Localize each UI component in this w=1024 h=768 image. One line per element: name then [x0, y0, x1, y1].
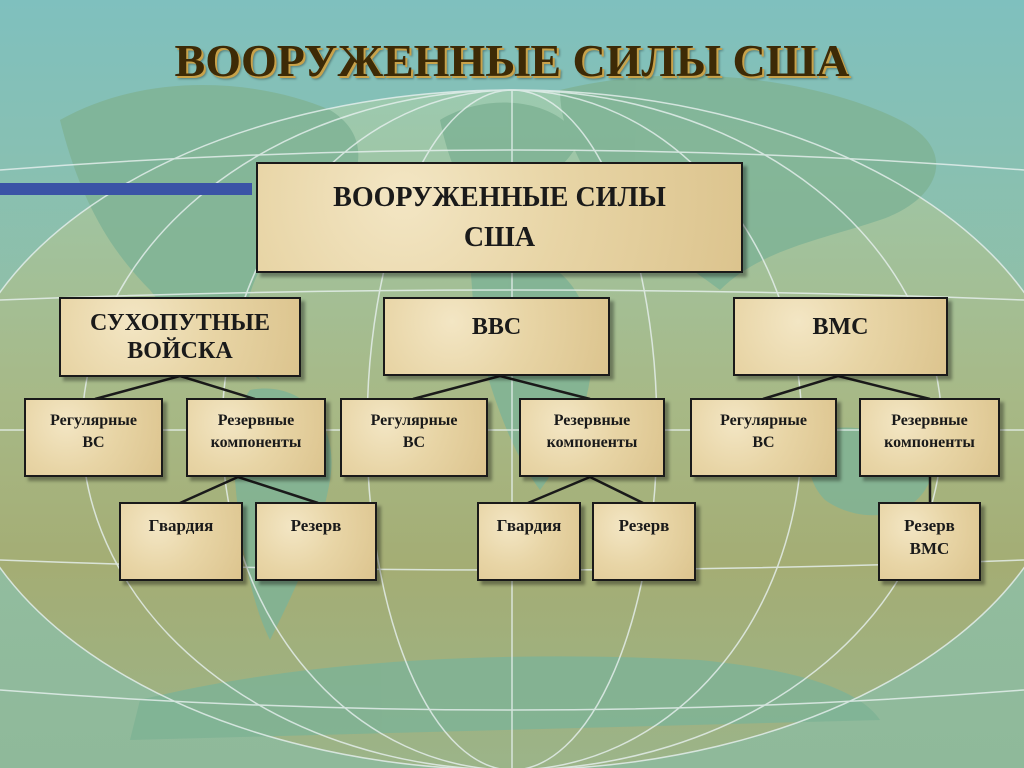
node-army-regular: Регулярные ВС [24, 398, 163, 477]
node-navy-reserve-sub-label: Резерв ВМС [904, 516, 955, 558]
node-army-reserve-sub: Резерв [255, 502, 377, 581]
node-navy-regular-label: Регулярные ВС [720, 412, 807, 451]
node-army-regular-label: Регулярные ВС [50, 412, 137, 451]
node-af-reserve: Резервные компоненты [519, 398, 665, 477]
node-navy-reserve-sub: Резерв ВМС [878, 502, 981, 581]
node-army-label: СУХОПУТНЫЕ ВОЙСКА [90, 310, 270, 364]
node-army: СУХОПУТНЫЕ ВОЙСКА [59, 297, 301, 377]
node-army-reserve-label: Резервные компоненты [210, 412, 302, 451]
node-af-guard: Гвардия [477, 502, 581, 581]
slide-title: ВООРУЖЕННЫЕ СИЛЫ США [174, 35, 850, 86]
node-navy-reserve-label: Резервные компоненты [884, 412, 975, 451]
node-army-guard-label: Гвардия [148, 516, 214, 535]
node-navy-label: ВМС [812, 314, 869, 340]
node-army-reserve: Резервные компоненты [186, 398, 326, 477]
node-air-force-label: ВВС [471, 314, 522, 340]
node-air-force: ВВС [383, 297, 610, 376]
node-af-guard-label: Гвардия [496, 516, 562, 535]
node-army-reserve-sub-label: Резерв [290, 516, 342, 535]
node-root: ВООРУЖЕННЫЕ СИЛЫ США [256, 162, 743, 273]
node-navy-reserve: Резервные компоненты [859, 398, 1000, 477]
node-army-guard: Гвардия [119, 502, 243, 581]
node-af-regular-label: Регулярные ВС [370, 412, 458, 451]
node-navy-regular: Регулярные ВС [690, 398, 837, 477]
node-af-regular: Регулярные ВС [340, 398, 488, 477]
node-navy: ВМС [733, 297, 948, 376]
node-af-reserve-label: Резервные компоненты [546, 412, 638, 451]
node-root-label: ВООРУЖЕННЫЕ СИЛЫ США [333, 181, 666, 253]
node-af-reserve-sub-label: Резерв [618, 516, 670, 535]
node-af-reserve-sub: Резерв [592, 502, 696, 581]
